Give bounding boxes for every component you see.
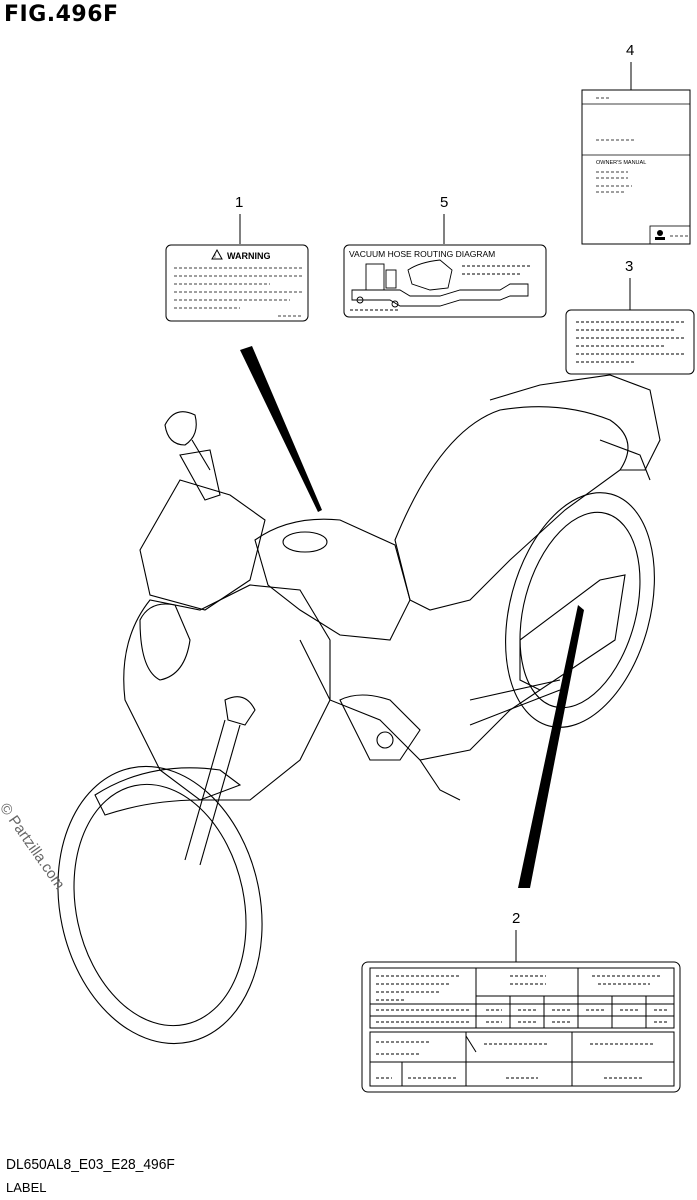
callout-4[interactable]: 4 [626, 42, 635, 59]
svg-text:!: ! [214, 253, 216, 260]
label-3-drawing [565, 309, 695, 375]
vacuum-text: VACUUM HOSE ROUTING DIAGRAM [349, 249, 495, 259]
information-label-drawing [361, 961, 681, 1093]
motorcycle-outline [57, 374, 661, 1045]
vacuum-hose-label-drawing: VACUUM HOSE ROUTING DIAGRAM [343, 244, 547, 318]
figure-code: DL650AL8_E03_E28_496F [6, 1156, 175, 1173]
manual-text: OWNER'S MANUAL [596, 160, 646, 166]
pointer-2 [518, 605, 584, 888]
callout-1[interactable]: 1 [235, 194, 244, 211]
manual-drawing: OWNER'S MANUAL [581, 89, 691, 245]
warning-text: WARNING [227, 251, 271, 261]
callout-5[interactable]: 5 [440, 194, 449, 211]
warning-label-drawing: ! WARNING [165, 244, 309, 322]
callout-2[interactable]: 2 [512, 910, 521, 927]
pointer-1 [240, 346, 322, 512]
figure-name: LABEL [6, 1180, 47, 1195]
figure-title: FIG.496F [4, 2, 119, 27]
callout-3[interactable]: 3 [625, 258, 634, 275]
